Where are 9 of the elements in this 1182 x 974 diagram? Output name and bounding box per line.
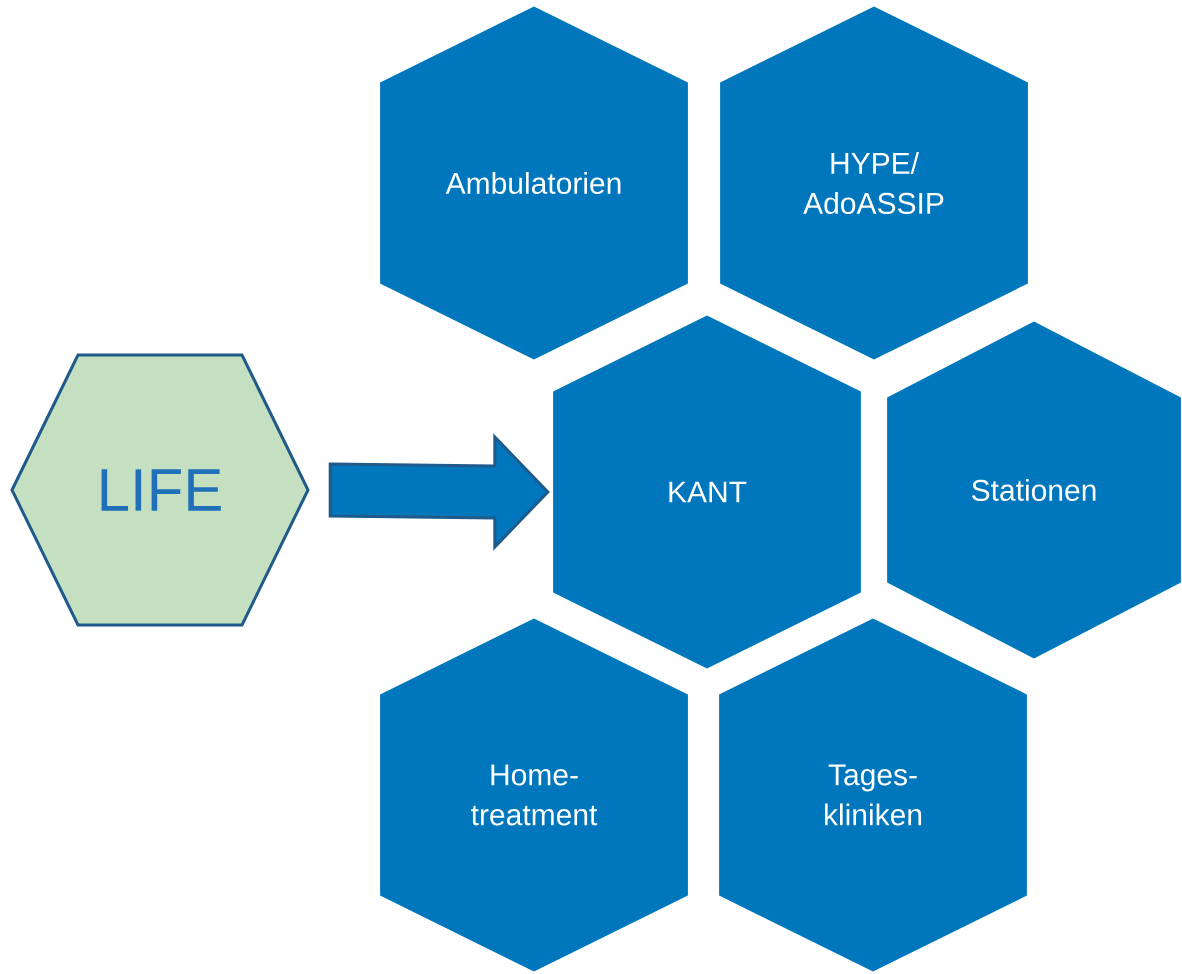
hexagon: Stationen <box>887 321 1181 659</box>
life-hexagon: LIFE <box>10 353 310 627</box>
hexagon: Home- treatment <box>380 618 688 972</box>
hexagon: Ambulatorien <box>380 6 688 360</box>
hexagon: KANT <box>553 315 861 669</box>
hexagon: HYPE/ AdoASSIP <box>720 6 1028 360</box>
hexagon: Tages- kliniken <box>719 618 1027 972</box>
block-arrow <box>328 433 550 551</box>
node-label: KANT <box>669 481 747 503</box>
